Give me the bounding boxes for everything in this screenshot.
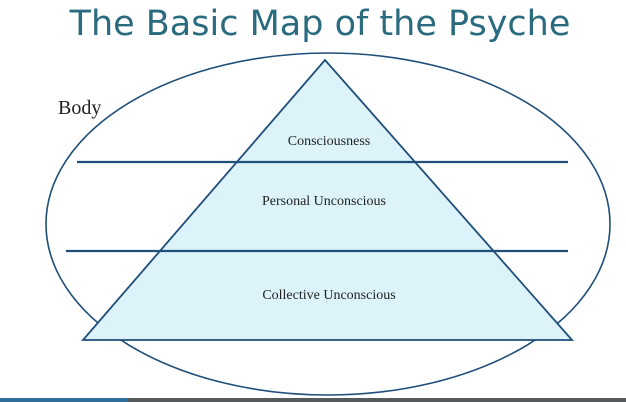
layer-label-personal-unconscious: Personal Unconscious bbox=[262, 194, 386, 209]
bottom-bar-accent bbox=[0, 398, 128, 402]
psyche-triangle bbox=[81, 58, 574, 341]
body-label: Body bbox=[58, 97, 101, 119]
bottom-bar bbox=[0, 398, 626, 402]
body-ellipse bbox=[45, 52, 611, 396]
layer-label-collective-unconscious: Collective Unconscious bbox=[262, 288, 395, 303]
slide-title: The Basic Map of the Psyche bbox=[69, 4, 571, 44]
layer-label-consciousness: Consciousness bbox=[288, 134, 370, 149]
